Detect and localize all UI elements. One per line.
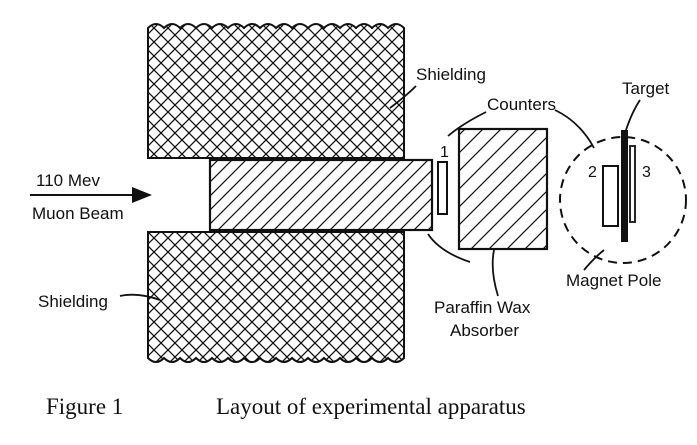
target-label: Target [622, 79, 670, 98]
counters-label: Counters [487, 95, 556, 114]
counter-2 [602, 165, 619, 227]
leader-magnet-pole [583, 249, 605, 271]
central-absorber-block [208, 158, 434, 232]
shielding-bottom-label: Shielding [38, 292, 108, 311]
shielding-bottom-block [147, 231, 405, 363]
shielding-top-label: Shielding [416, 65, 486, 84]
counter-2-label: 2 [588, 164, 597, 181]
counter-3-label: 3 [642, 164, 651, 181]
shielding-top-block [147, 23, 405, 159]
paraffin-wax-absorber-block [457, 127, 549, 251]
figure-caption-text: Layout of experimental apparatus [216, 394, 526, 419]
magnet-pole-outline [559, 136, 687, 264]
leader-shielding-bottom [119, 293, 161, 301]
leader-central-absorber [427, 233, 471, 263]
counter-1 [437, 161, 448, 215]
beam-energy-label: 110 Mev [36, 171, 100, 190]
leader-absorber [491, 249, 499, 297]
leader-counters-to-2 [554, 109, 595, 149]
leader-target [625, 99, 641, 131]
magnet-pole-label: Magnet Pole [566, 271, 661, 290]
target-bar [621, 130, 628, 242]
figure-caption-number: Figure 1 [46, 394, 123, 419]
absorber-label-line1: Paraffin Wax [434, 298, 531, 317]
beam-label: Muon Beam [32, 204, 124, 223]
leader-counters-to-1 [447, 111, 487, 137]
counter-1-label: 1 [440, 144, 449, 161]
absorber-label-line2: Absorber [450, 321, 519, 340]
leader-shielding-top [389, 85, 417, 109]
counter-3 [629, 145, 636, 223]
